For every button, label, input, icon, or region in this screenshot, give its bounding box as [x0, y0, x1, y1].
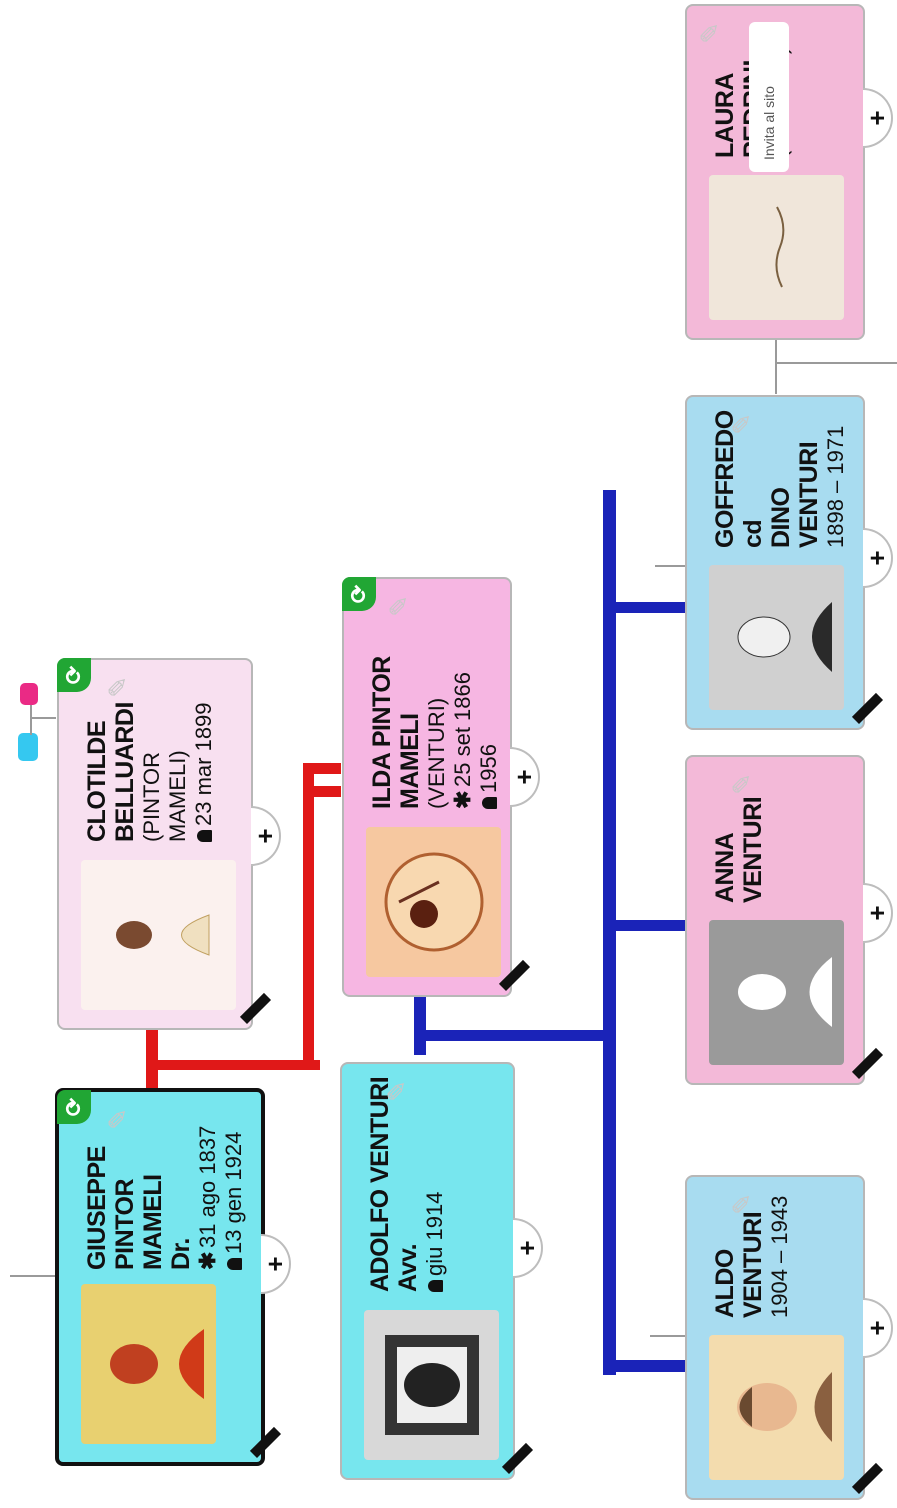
sync-icon[interactable]: ⟳: [57, 1090, 91, 1124]
star-birth-icon: ✱: [195, 1251, 220, 1270]
add-relative-button[interactable]: +: [861, 528, 893, 588]
married-name: (PINTOR MAMELI): [139, 750, 190, 842]
invite-to-site-button[interactable]: Invita al sito: [749, 22, 789, 172]
person-card-adolfo[interactable]: ADOLFO VENTURI Avv. giu 1914 ✎ +: [340, 1062, 543, 1480]
person-card-ilda[interactable]: ILDA PINTOR MAMELI (VENTURI) ✱ 25 set 186…: [342, 577, 540, 997]
legend-male-swatch: [18, 733, 38, 761]
connector-line: [10, 1275, 55, 1277]
edit-pencil-icon[interactable]: ✎: [103, 676, 133, 698]
person-name: MAMELI: [396, 713, 424, 809]
person-title: Avv.: [394, 1243, 422, 1292]
mourning-ribbon-icon: [851, 692, 884, 724]
children-connector: [418, 1030, 613, 1041]
legend-female-swatch: [20, 683, 38, 705]
tombstone-death-icon: [226, 1258, 242, 1270]
person-card-giuseppe[interactable]: GIUSEPPE PINTOR MAMELI Dr. ✱31 ago 1837 …: [55, 1088, 291, 1466]
legend-connector: [30, 705, 32, 735]
edit-pencil-icon[interactable]: ✎: [727, 413, 757, 435]
birth-date: 31 ago 1837: [195, 1125, 220, 1248]
plus-icon: +: [259, 1256, 290, 1272]
portrait-photo: [81, 1284, 216, 1444]
add-relative-button[interactable]: +: [861, 88, 893, 148]
portrait-photo: [709, 1335, 844, 1480]
person-name: DINO VENTURI: [767, 441, 823, 548]
add-relative-button[interactable]: +: [249, 806, 281, 866]
death-date: giu 1914: [422, 1191, 447, 1276]
tombstone-death-icon: [196, 830, 212, 842]
person-card-goffredo[interactable]: GOFFREDO cd DINO VENTURI 1898 – 1971 ✎ +: [685, 395, 893, 730]
plus-icon: +: [249, 828, 280, 844]
edit-pencil-icon[interactable]: ✎: [384, 595, 414, 617]
children-connector: [603, 490, 616, 1375]
add-relative-button[interactable]: +: [259, 1234, 291, 1294]
sync-icon[interactable]: ⟳: [342, 577, 376, 611]
mourning-ribbon-icon: [501, 1442, 534, 1474]
edit-pencil-icon[interactable]: ✎: [695, 22, 725, 44]
add-relative-button[interactable]: +: [861, 883, 893, 943]
death-date: 1956: [476, 744, 501, 793]
edit-pencil-icon[interactable]: ✎: [103, 1108, 133, 1130]
married-name: (VENTURI): [424, 697, 449, 809]
children-connector: [612, 920, 685, 931]
tombstone-death-icon: [427, 1280, 443, 1292]
person-card-clotilde[interactable]: CLOTILDE BELLUARDI (PINTOR MAMELI) 23 ma…: [57, 658, 281, 1030]
sync-icon[interactable]: ⟳: [57, 658, 91, 692]
death-date: 13 gen 1924: [221, 1131, 246, 1254]
plus-icon: +: [861, 905, 892, 921]
plus-icon: +: [861, 550, 892, 566]
birth-date: 25 set 1866: [450, 672, 475, 787]
person-card-laura[interactable]: LAURA PEDRINI (VENTURI) Invita al sito ✎…: [685, 4, 893, 340]
portrait-photo: [366, 827, 501, 977]
portrait-photo: [709, 565, 844, 710]
children-connector: [612, 602, 685, 613]
portrait-photo: [81, 860, 236, 1010]
mourning-ribbon-icon: [851, 1047, 884, 1079]
add-relative-button[interactable]: +: [508, 747, 540, 807]
portrait-photo: [709, 920, 844, 1065]
connector-line: [775, 338, 777, 394]
add-relative-button[interactable]: +: [861, 1298, 893, 1358]
connector-line: [655, 565, 685, 567]
mourning-ribbon-icon: [498, 959, 531, 991]
children-connector: [414, 995, 426, 1055]
plus-icon: +: [861, 1320, 892, 1336]
plus-icon: +: [861, 110, 892, 126]
death-date: 23 mar 1899: [191, 702, 216, 826]
parents-connector: [303, 763, 314, 1068]
person-name: ILDA PINTOR: [368, 656, 396, 809]
portrait-photo: [364, 1310, 499, 1460]
mourning-ribbon-icon: [239, 992, 272, 1024]
star-birth-icon: ✱: [450, 790, 475, 809]
plus-icon: +: [511, 1240, 542, 1256]
person-card-anna[interactable]: ANNA VENTURI ✎ +: [685, 755, 893, 1085]
edit-pencil-icon[interactable]: ✎: [727, 773, 757, 795]
life-years: 1898 – 1971: [823, 425, 848, 548]
edit-pencil-icon[interactable]: ✎: [727, 1193, 757, 1215]
connector-line: [776, 362, 897, 364]
parents-connector: [150, 1060, 320, 1070]
plus-icon: +: [508, 769, 539, 785]
person-card-aldo[interactable]: ALDO VENTURI 1904 – 1943 ✎ +: [685, 1175, 893, 1500]
add-relative-button[interactable]: +: [511, 1218, 543, 1278]
connector-line: [650, 1335, 685, 1337]
life-years: 1904 – 1943: [767, 1195, 792, 1318]
parents-connector: [303, 763, 341, 774]
person-name: ADOLFO VENTURI: [366, 1076, 394, 1292]
mourning-ribbon-icon: [851, 1462, 884, 1494]
legend-connector: [32, 717, 56, 719]
children-connector: [603, 1360, 685, 1372]
mourning-ribbon-icon: [249, 1426, 282, 1458]
parents-connector: [313, 786, 341, 797]
tombstone-death-icon: [481, 797, 497, 809]
silhouette-placeholder-icon: [737, 957, 832, 1028]
portrait-photo: [709, 175, 844, 320]
edit-pencil-icon[interactable]: ✎: [382, 1080, 412, 1102]
person-title: Dr.: [167, 1238, 195, 1270]
